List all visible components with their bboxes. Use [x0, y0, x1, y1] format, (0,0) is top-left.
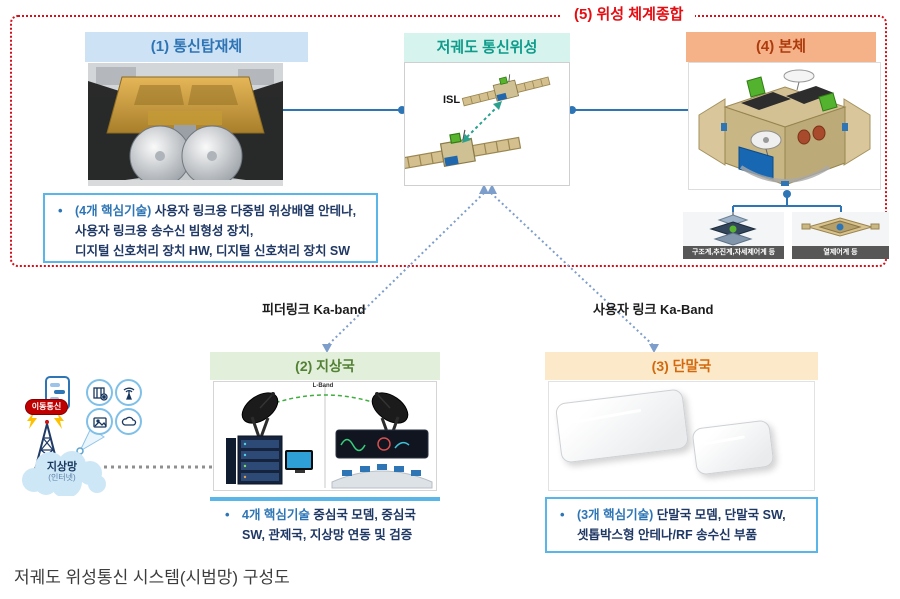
- service-icon-cloud: [115, 408, 142, 435]
- ground-keytech-line1: 중심국 모뎀, 중심국: [309, 508, 416, 522]
- ground-keytech-box: • 4개 핵심기술 중심국 모뎀, 중심국 SW, 관제국, 지상망 연동 및 …: [210, 497, 440, 542]
- mobile-network-badge: 이동통신: [25, 399, 68, 415]
- payload-header: (1) 통신탑재체: [85, 32, 308, 62]
- service-icon-media: [86, 408, 113, 435]
- payload-keytech-box: • (4개 핵심기술) 사용자 링크용 다중빔 위상배열 안테나, 사용자 링크…: [43, 193, 378, 263]
- bullet: •: [560, 507, 565, 522]
- system-integration-title: (5) 위성 체계종합: [562, 3, 696, 24]
- cloud-title: 지상망: [46, 461, 78, 473]
- terminal-keytech-line1: 단말국 모뎀, 단말국 SW,: [653, 508, 786, 522]
- system-integration-frame: [10, 15, 887, 267]
- payload-keytech-label: (4개 핵심기술): [75, 204, 152, 218]
- lightning-icon: [54, 412, 64, 429]
- payload-keytech-line1: 사용자 링크용 다중빔 위상배열 안테나,: [151, 204, 357, 218]
- thermal-subsystem-icon: [801, 217, 880, 237]
- terminal-keytech-line2: 셋톱박스형 안테나/RF 송수신 부품: [577, 528, 758, 542]
- terminal-keytech-label: (3개 핵심기술): [577, 508, 654, 522]
- service-icon-map: [86, 379, 113, 406]
- payload-photo: [88, 63, 283, 186]
- bus-subsystem-left: 구조계,추진계,자세제어계 등: [683, 212, 784, 259]
- bus-header: (4) 본체: [686, 32, 876, 62]
- bullet: •: [58, 203, 63, 218]
- leo-header: 저궤도 통신위성: [404, 33, 570, 62]
- ground-keytech-line2: SW, 관제국, 지상망 연동 및 검증: [242, 528, 413, 542]
- ground-header: (2) 지상국: [210, 352, 440, 380]
- bus-subsystem-left-label: 구조계,추진계,자세제어계 등: [683, 246, 784, 259]
- figure-caption: 저궤도 위성통신 시스템(시범망) 구성도: [14, 568, 290, 587]
- lightning-icon: [27, 412, 37, 429]
- terminal-header: (3) 단말국: [545, 352, 818, 380]
- terminal-keytech-box: • (3개 핵심기술) 단말국 모뎀, 단말국 SW, 셋톱박스형 안테나/RF…: [545, 497, 818, 553]
- service-icon-broadcast: [115, 379, 142, 406]
- isl-label: ISL: [443, 94, 461, 106]
- leo-satellites-illustration: [404, 62, 570, 186]
- payload-keytech-line3: 디지털 신호처리 장치 HW, 디지털 신호처리 장치 SW: [75, 244, 351, 258]
- lband-label: L-Band: [312, 383, 334, 389]
- ground-station-illustration: [213, 381, 437, 491]
- user-link-label: 사용자 링크 Ka-Band: [593, 302, 714, 317]
- feeder-link-label: 피더링크 Ka-band: [262, 302, 366, 317]
- bullet: •: [225, 507, 230, 522]
- terminal-panel-small: [691, 419, 775, 476]
- bus-subsystem-right-label: 열제어계 등: [792, 246, 889, 259]
- payload-keytech-line2: 사용자 링크용 송수신 빔형성 장치,: [75, 224, 254, 238]
- ground-keytech-label: 4개 핵심기술: [242, 508, 310, 522]
- ground-network-cloud: [22, 451, 106, 496]
- cloud-subtitle: (인터넷): [48, 473, 76, 482]
- structure-subsystem-icon: [709, 212, 757, 246]
- bus-illustration: [688, 62, 881, 190]
- bus-subsystem-right: 열제어계 등: [792, 212, 889, 259]
